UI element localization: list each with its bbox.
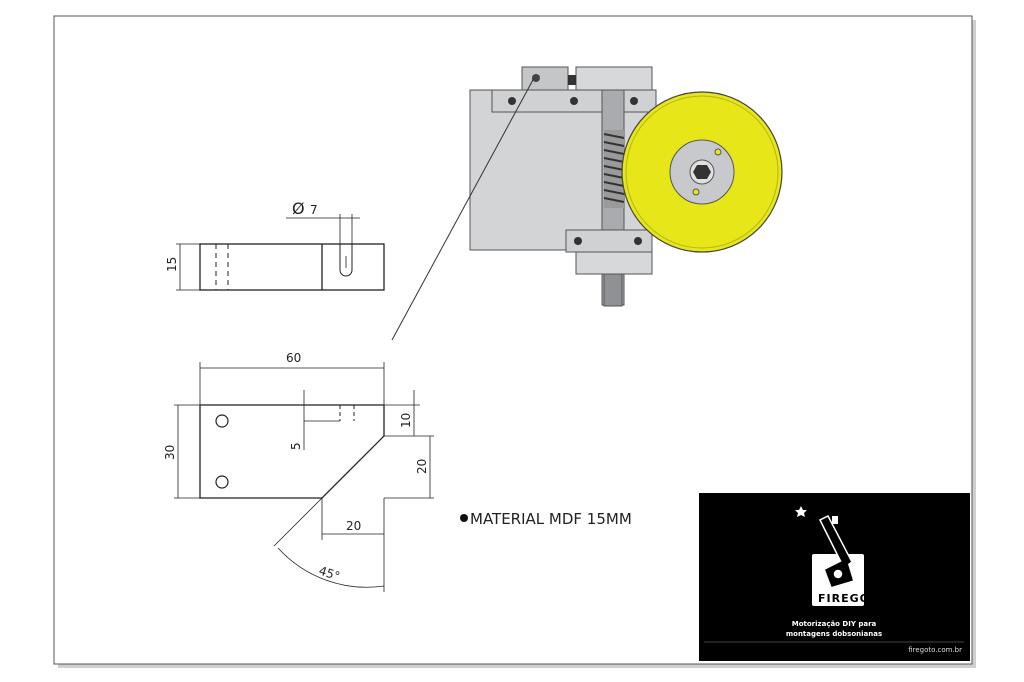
dim-width: 60 bbox=[286, 351, 301, 365]
dim-hole-symbol: Ø bbox=[292, 199, 305, 218]
top-view-outline bbox=[199, 243, 385, 291]
brand-caption-2: montagens dobsonianas bbox=[786, 630, 882, 638]
top-bearing-block bbox=[575, 66, 653, 92]
dim-right-height: 20 bbox=[415, 459, 429, 474]
worm-gear bbox=[621, 91, 783, 253]
dim-top-step: 10 bbox=[399, 413, 413, 428]
bracket-screw bbox=[568, 75, 576, 85]
brand-site: firegoto.com.br bbox=[908, 646, 962, 654]
dim-bottom-offset: 20 bbox=[346, 519, 361, 533]
dim-slot-depth: 5 bbox=[289, 442, 303, 450]
dim-hole-value: 7 bbox=[310, 203, 318, 217]
dim-height-front: 30 bbox=[163, 445, 177, 460]
material-note: MATERIAL MDF 15MM bbox=[470, 510, 632, 528]
front-view-outline bbox=[199, 404, 385, 499]
note-bullet bbox=[460, 514, 468, 522]
front-view bbox=[174, 362, 434, 592]
top-view bbox=[176, 214, 385, 291]
bracket-hole bbox=[532, 74, 540, 82]
brand-name: FIREGOTO bbox=[818, 592, 889, 605]
bottom-bearing-block bbox=[575, 251, 653, 275]
mount-hole-top bbox=[215, 414, 229, 428]
dim-angle: 45° bbox=[317, 564, 342, 584]
brand-caption-1: Motorização DIY para bbox=[792, 620, 877, 628]
mount-hole-bottom bbox=[215, 475, 229, 489]
firegoto-logo-icon bbox=[795, 506, 864, 606]
dim-height-top: 15 bbox=[165, 257, 179, 272]
leader-line bbox=[391, 77, 535, 341]
brand-panel: FIREGOTO Motorização DIY para montagens … bbox=[699, 493, 970, 661]
worm-thread bbox=[603, 130, 625, 208]
